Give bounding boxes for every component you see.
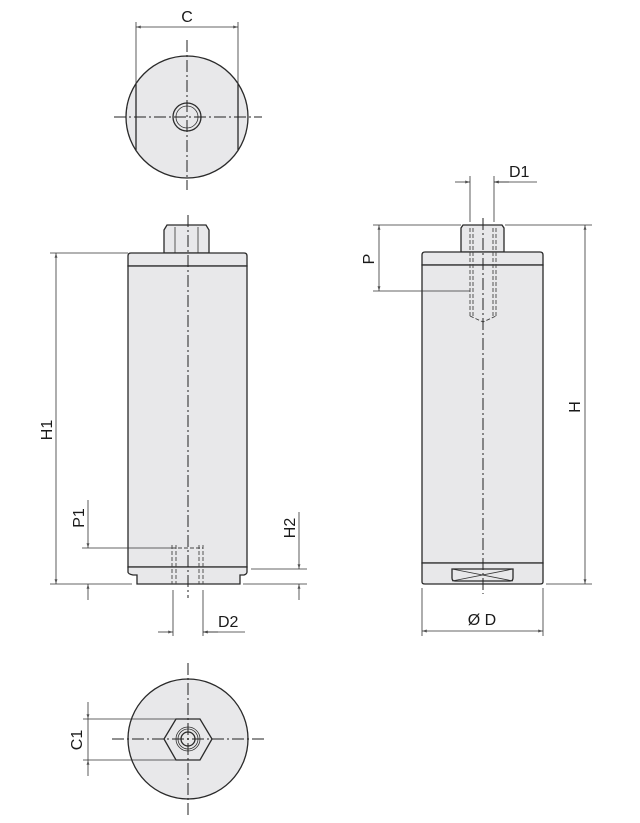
dimension-c1-label: C1 bbox=[69, 730, 86, 751]
dimension-h-label: H bbox=[567, 401, 584, 413]
bottom-view: C1 bbox=[69, 663, 264, 815]
side-view: H1 P1 H2 D2 bbox=[39, 215, 307, 636]
dimension-od-label: Ø D bbox=[468, 612, 496, 629]
front-view: D1 P H Ø D bbox=[361, 164, 592, 636]
dimension-p-label: P bbox=[361, 254, 378, 265]
dimension-p1-label: P1 bbox=[71, 508, 88, 528]
dimension-h1-label: H1 bbox=[39, 420, 56, 441]
dimension-d2-label: D2 bbox=[218, 614, 239, 631]
dimension-h2-label: H2 bbox=[282, 518, 299, 539]
top-view: C bbox=[114, 9, 262, 190]
dimension-c-label: C bbox=[181, 9, 193, 26]
dimension-d1-label: D1 bbox=[509, 164, 530, 181]
